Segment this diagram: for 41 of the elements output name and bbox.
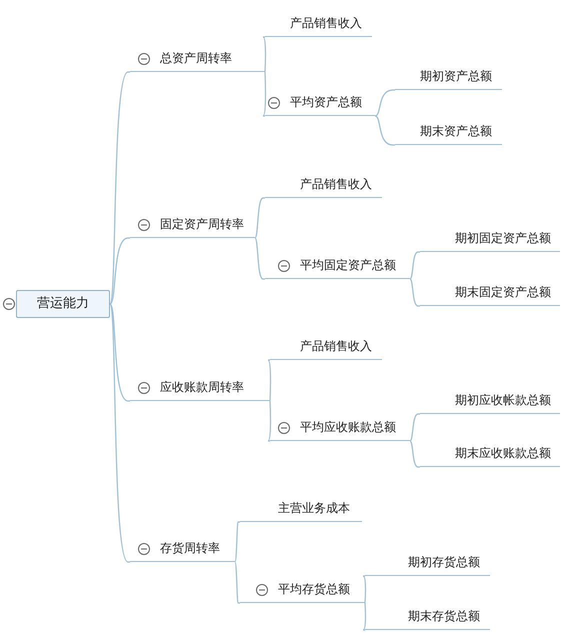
topic-label: 存货周转率 (130, 538, 235, 562)
topic-label: 平均固定资产总额 (265, 255, 410, 279)
branch-line (267, 359, 272, 402)
branch-line (410, 413, 420, 442)
topic-label: 期初固定资产总额 (420, 228, 560, 252)
topic-label: 产品销售收入 (270, 336, 382, 360)
branch-line (254, 238, 265, 280)
branch-line (109, 71, 130, 304)
branch-line (410, 251, 420, 280)
branch-line (254, 197, 265, 238)
branch-line (110, 304, 130, 402)
branch-line (110, 237, 130, 304)
branch-line (410, 278, 420, 307)
branch-line (362, 602, 366, 631)
branch-line (267, 400, 272, 442)
topic-label: 期末固定资产总额 (420, 282, 560, 306)
root-topic-box: 营运能力 (16, 290, 110, 318)
topic-label: 期初存货总额 (365, 552, 490, 576)
topic-label: 总资产周转率 (130, 48, 265, 72)
topic-label: 期末存货总额 (365, 606, 490, 630)
topic-label: 期初应收帐款总额 (420, 390, 560, 414)
branch-line (234, 562, 240, 604)
branch-line (234, 521, 240, 562)
branch-line (410, 440, 420, 468)
topic-label: 应收账款周转率 (130, 377, 270, 401)
branch-line (262, 36, 266, 72)
topic-label: 期初资产总额 (395, 66, 502, 90)
topic-label: 固定资产周转率 (130, 214, 255, 238)
topic-label: 主营业务成本 (240, 498, 362, 522)
branch-line (374, 115, 395, 146)
branch-line (109, 304, 130, 563)
topic-label: 期末应收账款总额 (420, 443, 560, 467)
branch-line (362, 575, 366, 604)
topic-label: 平均资产总额 (265, 92, 375, 116)
topic-label: 平均存货总额 (240, 579, 365, 603)
topic-label: 产品销售收入 (265, 13, 372, 37)
topic-label: 产品销售收入 (265, 174, 382, 198)
topic-label: 期末资产总额 (395, 121, 502, 145)
branch-line (262, 72, 266, 117)
topic-label: 平均应收账款总额 (270, 417, 410, 441)
branch-line (374, 89, 395, 117)
